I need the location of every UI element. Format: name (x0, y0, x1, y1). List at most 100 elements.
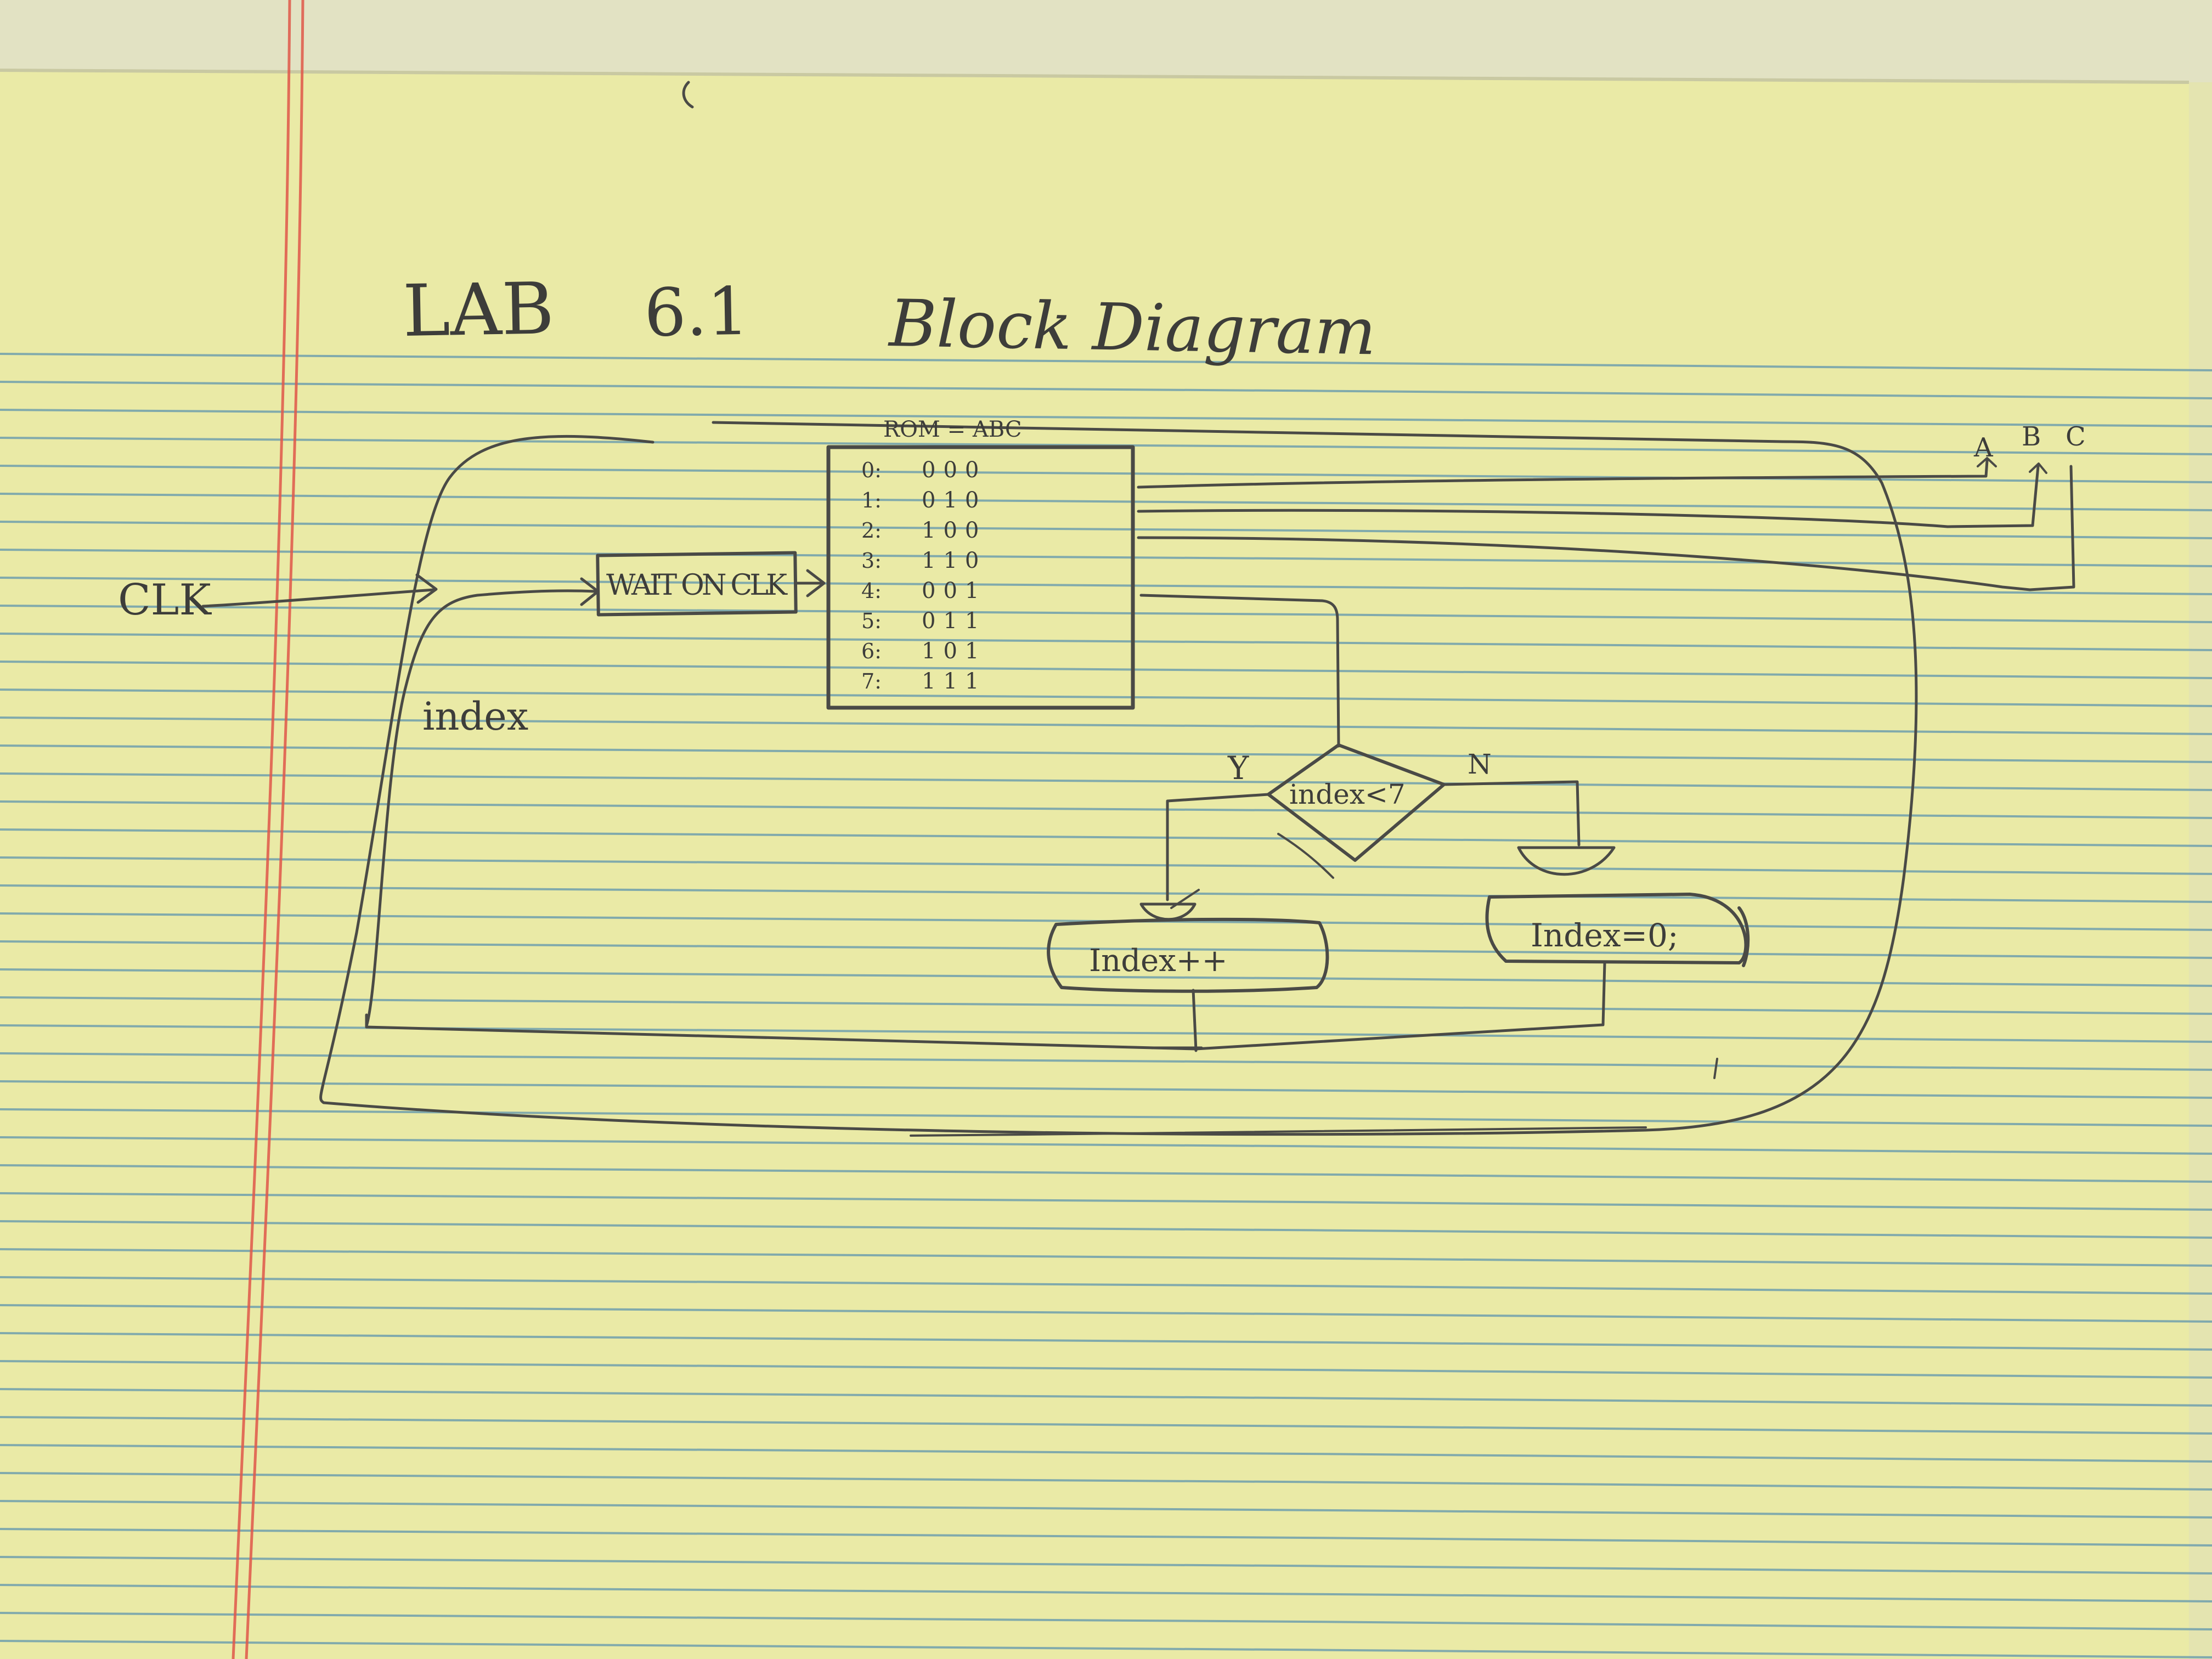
paper-top-fold (0, 0, 2212, 82)
rom-to-decision-line (1139, 594, 1340, 748)
ruled-line (0, 493, 2212, 511)
rom-row-value: 011 (922, 608, 986, 634)
clk-arrowhead (415, 573, 438, 604)
ruled-line (0, 1164, 2212, 1183)
ruled-line (0, 828, 2212, 847)
paper-fold-shadow (0, 69, 2190, 84)
output-line-c (1137, 465, 2075, 591)
ruled-line (0, 353, 2212, 371)
ruled-line (0, 772, 2212, 791)
ruled-line (0, 1416, 2212, 1435)
decision-diamond (1267, 743, 1446, 862)
clk-arrow (201, 588, 435, 608)
rom-row-value: 100 (922, 518, 986, 543)
rom-row-index: 1: (861, 488, 882, 512)
ruled-line (0, 1248, 2212, 1267)
ruled-line (0, 1584, 2212, 1602)
rom-row-value: 101 (922, 639, 986, 664)
ruled-line (0, 1640, 2212, 1658)
reset-to-join-line (365, 961, 1606, 1051)
ruled-line (0, 800, 2212, 819)
wait-on-clk-label: WAIT ON CLK (606, 569, 788, 602)
ruled-line (0, 1108, 2212, 1127)
diagram-title: LAB 6.1 Block Diagram (402, 267, 1376, 369)
ruled-line (0, 409, 2212, 427)
paper-right-edge (2189, 82, 2212, 1659)
loop-tick (1713, 1058, 1718, 1079)
ruled-line (0, 856, 2212, 875)
yes-branch-line (1166, 793, 1270, 901)
no-branch-connector (1517, 846, 1616, 876)
decision-diamond-stroke (1277, 833, 1334, 879)
ruled-line (0, 884, 2212, 903)
outer-loop-boundary (319, 421, 1918, 1136)
ruled-line (0, 577, 2212, 595)
ruled-line (0, 716, 2212, 735)
index-loop-label: index (422, 694, 528, 739)
yes-branch-tick (1170, 889, 1200, 909)
output-label-c: C (2066, 421, 2086, 452)
rom-row-value: 111 (922, 669, 986, 694)
ruled-line (0, 1444, 2212, 1463)
ruled-line (0, 1528, 2212, 1547)
increment-label: Index++ (1089, 943, 1228, 979)
rom-label: ROM = ABC (883, 417, 1022, 442)
decision-label: index<7 (1289, 778, 1406, 810)
rom-row-value: 110 (922, 548, 986, 573)
clk-label: CLK (118, 575, 212, 625)
ruled-line (0, 1136, 2212, 1155)
increment-block (1047, 917, 1329, 993)
ruled-line (0, 1304, 2212, 1323)
rom-row-index: 5: (861, 609, 882, 633)
rom-row-index: 6: (861, 639, 882, 663)
margin-lines (232, 0, 304, 1659)
decision-yes-label: Y (1227, 749, 1249, 787)
no-branch-line (1442, 780, 1581, 847)
ruled-line (0, 1360, 2212, 1379)
wait-to-rom-arrowhead (806, 569, 826, 597)
rom-row-value: 001 (922, 578, 986, 603)
output-line-b (1137, 465, 2040, 528)
output-label-a: A (1973, 432, 1994, 463)
ruled-line (0, 1612, 2212, 1630)
margin-line-right (245, 0, 304, 1659)
ruled-line (0, 1220, 2212, 1239)
rom-row-index: 4: (861, 579, 882, 603)
ruled-line (0, 1472, 2212, 1491)
output-arrow-a (1977, 457, 1997, 467)
ruled-line (0, 996, 2212, 1015)
ruled-line (0, 1192, 2212, 1211)
rom-row-index: 2: (861, 518, 882, 543)
ruled-line (0, 633, 2212, 651)
decision-no-label: N (1468, 748, 1492, 780)
outer-loop-tail (910, 1126, 1647, 1137)
title-lab: LAB (402, 267, 555, 353)
ruled-line (0, 1080, 2212, 1099)
ruled-line (0, 521, 2212, 539)
ruled-line (0, 744, 2212, 763)
ruled-line (0, 381, 2212, 399)
ruled-line (0, 1500, 2212, 1519)
margin-line-left (232, 0, 291, 1659)
output-line-a (1137, 459, 1989, 489)
ruled-line (0, 549, 2212, 567)
ruled-line (0, 940, 2212, 959)
ruled-line (0, 465, 2212, 483)
ruled-line (0, 661, 2212, 679)
ruled-line (0, 605, 2212, 623)
rom-output-lines (1137, 457, 2075, 591)
ruled-line (0, 1276, 2212, 1295)
ruled-line (0, 1388, 2212, 1407)
ruled-line (0, 1332, 2212, 1351)
rom-row-index: 3: (861, 549, 882, 573)
rom-row-value: 010 (922, 488, 986, 513)
reset-block (1485, 893, 1748, 964)
increment-to-join-line (1192, 989, 1198, 1052)
output-label-b: B (2022, 421, 2041, 452)
ruled-line (0, 437, 2212, 455)
ruled-line (0, 968, 2212, 987)
stray-mark (682, 81, 694, 109)
